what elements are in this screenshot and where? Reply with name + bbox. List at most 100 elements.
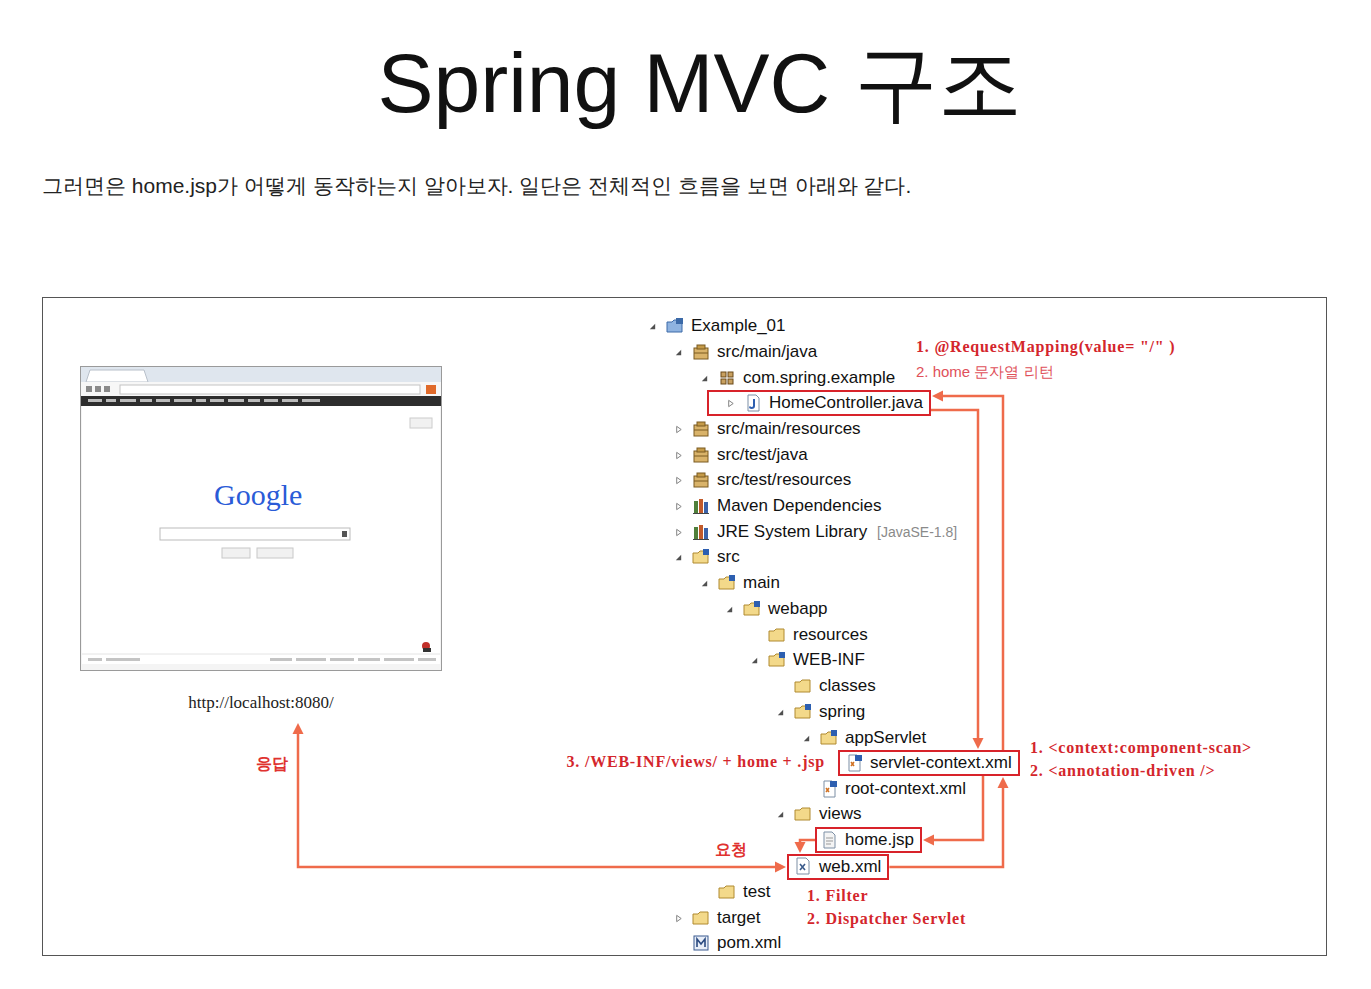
file-name: web.xml xyxy=(819,856,881,878)
decoration-shape xyxy=(752,658,757,663)
tree-item-label: src/main/resources xyxy=(717,418,861,440)
decoration-shape xyxy=(358,658,380,661)
decoration-shape xyxy=(821,730,837,744)
decoration-shape xyxy=(702,376,707,381)
deployment-descriptor-box: web.xml xyxy=(787,854,889,880)
decoration-shape xyxy=(677,477,682,483)
decoration-shape xyxy=(719,575,735,589)
decoration-shape xyxy=(174,399,192,402)
tree-item-label: target xyxy=(717,907,760,929)
decoration-shape xyxy=(196,399,206,402)
tree-item-label: root-context.xml xyxy=(845,778,966,800)
decoration-shape xyxy=(81,396,441,406)
callout-note: 1. @RequestMapping(value= "/" ) xyxy=(916,337,1175,357)
decoration-shape xyxy=(795,704,811,718)
flow-arrow xyxy=(932,391,1003,751)
tree-item-label: src/main/java xyxy=(717,341,817,363)
decoration-shape xyxy=(282,399,298,402)
decoration-shape xyxy=(677,529,682,535)
decoration-shape xyxy=(95,386,101,392)
decoration-shape xyxy=(120,385,420,394)
decoration-shape xyxy=(694,473,708,487)
decoration-shape xyxy=(804,736,809,741)
decoration-shape xyxy=(81,382,441,396)
decoration-shape xyxy=(676,555,681,560)
library-version: [JavaSE-1.8] xyxy=(877,523,957,541)
flow-line xyxy=(931,410,978,738)
decoration-shape xyxy=(849,755,862,771)
decoration-shape xyxy=(296,658,326,661)
decoration-shape xyxy=(677,503,682,509)
callout-note: 2. <annotation-driven /> xyxy=(1030,761,1215,781)
tree-item-label: views xyxy=(819,803,862,825)
callout-note: 2. Dispatcher Servlet xyxy=(807,909,966,929)
decoration-shape xyxy=(418,658,436,661)
tree-item-label: pom.xml xyxy=(717,932,781,954)
file-name: home.jsp xyxy=(845,829,914,851)
decoration-shape xyxy=(693,525,709,540)
decoration-shape xyxy=(257,548,293,558)
decoration-shape xyxy=(160,528,350,540)
arrow-head xyxy=(998,777,1009,788)
tree-item-label: classes xyxy=(819,675,876,697)
tree-item-label: JRE System Library xyxy=(717,521,867,543)
decoration-shape xyxy=(222,548,250,558)
decoration-shape xyxy=(140,399,152,402)
config-file-box: servlet-context.xml xyxy=(838,750,1020,776)
callout-note: 1. Filter xyxy=(807,886,868,906)
file-name: servlet-context.xml xyxy=(870,752,1012,774)
decoration-shape xyxy=(302,399,320,402)
tree-item-label: Example_01 xyxy=(691,315,786,337)
flow-line xyxy=(943,396,1003,750)
decoration-shape xyxy=(797,858,809,874)
decoration-shape xyxy=(86,370,148,382)
arrow-head xyxy=(775,862,786,873)
decoration-shape xyxy=(727,607,732,612)
tree-item-label: com.spring.example xyxy=(743,367,895,389)
file-name: HomeController.java xyxy=(769,392,923,414)
decoration-shape xyxy=(769,629,784,641)
flow-arrow xyxy=(795,840,816,853)
decoration-shape xyxy=(694,936,708,950)
decoration-shape xyxy=(719,886,734,898)
decoration-shape xyxy=(778,812,783,817)
tree-item-label: resources xyxy=(793,624,868,646)
page-title: Spring MVC 구조 xyxy=(14,28,1371,138)
decoration-shape xyxy=(693,912,708,924)
decoration-shape xyxy=(667,318,683,332)
decoration-shape xyxy=(210,399,224,402)
decoration-shape xyxy=(106,658,140,661)
decoration-shape xyxy=(264,399,278,402)
decoration-shape xyxy=(694,448,708,462)
decoration-shape xyxy=(778,710,783,715)
decoration-shape xyxy=(721,372,733,384)
callout-note: 2. home 문자열 리턴 xyxy=(916,362,1054,381)
flow-arrow xyxy=(293,723,787,873)
decoration-shape xyxy=(88,658,102,661)
callout-note: 1. <context:component-scan> xyxy=(1030,738,1252,758)
arrow-head xyxy=(293,723,304,734)
decoration-shape xyxy=(106,399,116,402)
decoration-shape xyxy=(693,499,709,514)
decoration-shape xyxy=(694,422,708,436)
callout-note: 3. /WEB-INF/views/ + home + .jsp xyxy=(566,752,825,772)
tree-item-label: src/test/java xyxy=(717,444,808,466)
arrow-head xyxy=(795,842,806,853)
decoration-shape xyxy=(824,832,835,848)
tree-item-label: webapp xyxy=(768,598,828,620)
decoration-shape xyxy=(384,658,414,661)
decoration-shape xyxy=(82,406,440,664)
intro-text: 그러면은 home.jsp가 어떻게 동작하는지 알아보자. 일단은 전체적인 … xyxy=(42,172,911,200)
tree-item-label: src/test/resources xyxy=(717,469,851,491)
tree-item-label: src xyxy=(717,546,740,568)
logo-text: Google xyxy=(214,478,302,512)
decoration-shape xyxy=(748,395,759,411)
flow-line xyxy=(800,840,815,842)
edge-label: 요청 xyxy=(713,840,749,860)
decoration-shape xyxy=(88,399,102,402)
decoration-shape xyxy=(702,581,707,586)
decoration-shape xyxy=(248,399,260,402)
tree-item-label: spring xyxy=(819,701,865,723)
